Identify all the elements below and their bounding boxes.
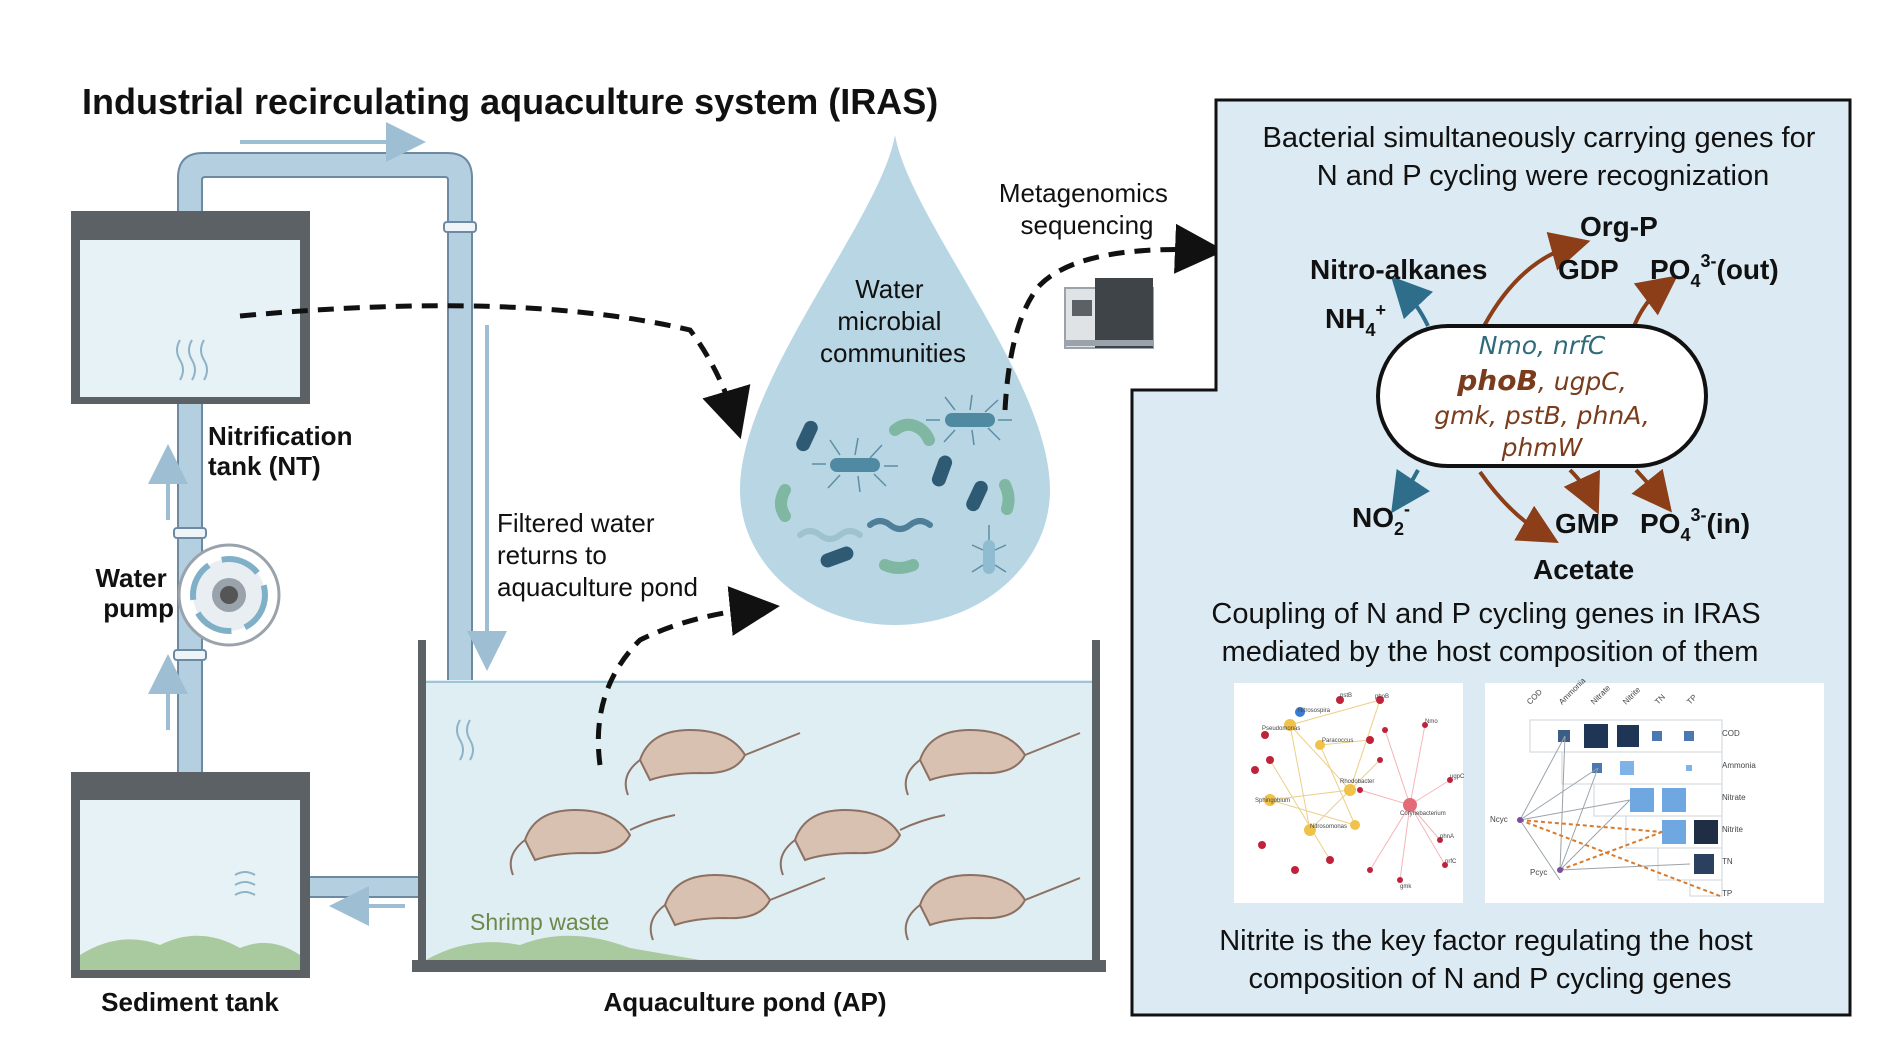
bacterium-icon [797, 528, 863, 542]
bacterium-icon [971, 525, 1007, 574]
bacterium-icon [931, 455, 953, 487]
network-label: phoB [1375, 694, 1389, 700]
bacterium-icon [966, 480, 988, 512]
bacterium-icon [879, 559, 919, 574]
network-plot: Nitrosospira Pseudomonas Paracoccus Sphi… [1234, 683, 1465, 903]
aquaculture-pond-label: Aquaculture pond (AP) [603, 987, 886, 1017]
panel-heading: Bacterial simultaneously carrying genes … [1263, 122, 1824, 192]
bacteria-group [775, 394, 1015, 574]
bacterium-icon [796, 420, 818, 452]
sequencer-icon [1064, 278, 1154, 349]
water-drop [740, 135, 1050, 625]
network-label: Nmo [1425, 719, 1438, 725]
diagram-title: Industrial recirculating aquaculture sys… [82, 81, 938, 122]
bacterium-icon [867, 518, 933, 532]
pathway-arrows [1391, 232, 1678, 543]
coupling-text: Coupling of N and P cycling genes in IRA… [1211, 598, 1768, 668]
mantel-row: Nitrite [1722, 825, 1743, 834]
genes-p-line2: gmk, pstB, phnA, [1434, 401, 1649, 430]
flow-arrows [148, 122, 507, 926]
shrimp-icon [649, 873, 826, 941]
nitrification-tank-label: Nitrification tank (NT) [208, 421, 360, 481]
network-label: Nitrosomonas [1310, 824, 1347, 830]
compound-nitro-alkanes: Nitro-alkanes [1310, 254, 1487, 285]
mantel-row: TN [1722, 857, 1733, 866]
compound-gmp: GMP [1555, 508, 1619, 539]
genes-n: Nmo, nrfC [1479, 331, 1606, 360]
bacterium-icon [999, 479, 1015, 515]
genes-p-line3: phmW [1501, 433, 1584, 462]
mantel-row: Ammonia [1722, 761, 1756, 770]
compound-acetate: Acetate [1533, 554, 1634, 585]
bacterium-icon [812, 437, 898, 493]
mantel-row: Nitrate [1722, 793, 1746, 802]
water-pump [177, 543, 281, 647]
filtered-water-label: Filtered water returns to aquaculture po… [497, 508, 698, 602]
network-label: Sphingobium [1255, 798, 1290, 804]
water-microbial-label: Water microbial communities [820, 274, 966, 368]
network-label: Rhodobacter [1340, 779, 1374, 785]
conclusion-text: Nitrite is the key factor regulating the… [1219, 925, 1761, 995]
gene-phob: phoB [1456, 364, 1538, 397]
bacterium-icon [889, 418, 935, 446]
genes-p-line1: phoB, ugpC, [1456, 364, 1626, 397]
compound-no2: NO2- [1352, 499, 1410, 539]
dashed-arrows [239, 223, 1225, 766]
shrimp-icon [509, 808, 676, 876]
compound-org-p: Org-P [1580, 211, 1658, 242]
mantel-group: Ncyc [1490, 815, 1508, 824]
network-label: nrfC [1445, 859, 1457, 865]
shrimp-icon [904, 873, 1081, 941]
mantel-group: Pcyc [1530, 868, 1547, 877]
nitrification-tank [71, 211, 310, 404]
network-label: pstB [1340, 693, 1352, 699]
network-label: Paracoccus [1322, 738, 1353, 744]
sediment-tank [71, 772, 310, 978]
shrimp-icon [624, 728, 801, 796]
bacterium-icon [775, 484, 791, 522]
network-label: Nitrosospira [1298, 708, 1331, 714]
mantel-row: TP [1722, 889, 1732, 898]
shrimp-group [509, 728, 1081, 941]
bacterium-cell [1376, 324, 1708, 468]
network-label: phnA [1440, 834, 1454, 840]
compound-gdp: GDP [1558, 254, 1619, 285]
water-pump-label: Water pump [95, 563, 174, 623]
sediment-tank-label: Sediment tank [101, 987, 279, 1017]
bacterium-icon [820, 546, 854, 568]
bacterium-icon [926, 394, 1012, 446]
network-label: Corynebacterium [1400, 811, 1446, 817]
mantel-row: COD [1722, 729, 1740, 738]
network-label: Pseudomonas [1262, 726, 1300, 732]
mantel-plot: COD Ammonia Nitrate Nitrite TN TP COD Am… [1485, 676, 1824, 903]
shrimp-icon [779, 808, 946, 876]
network-label: gmk [1400, 884, 1412, 890]
shrimp-icon [904, 728, 1081, 796]
network-label: ugpC [1450, 774, 1465, 780]
shrimp-waste-label: Shrimp waste [470, 909, 609, 935]
metagenomics-label: Metagenomics sequencing [999, 178, 1175, 240]
